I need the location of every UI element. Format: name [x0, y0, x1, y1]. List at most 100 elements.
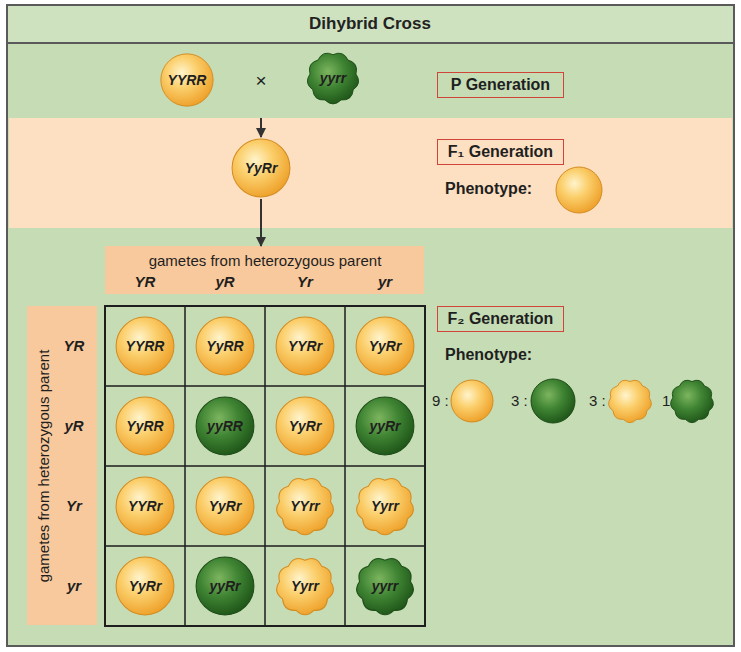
punnett-grid-line [184, 306, 186, 626]
genotype-label: yyrr [372, 578, 398, 594]
round-pea-outline [116, 397, 174, 455]
phenotype-pea [609, 380, 652, 422]
wrinkled-pea-outline [357, 478, 414, 534]
round-pea-outline [356, 397, 414, 455]
title-band [7, 5, 734, 43]
ratio-number: 1 [662, 392, 688, 409]
pea-seed: Yyrr [274, 555, 336, 617]
genotype-label: YYRR [126, 338, 165, 354]
round-pea-outline [116, 557, 174, 615]
gamete-allele: YR [44, 337, 104, 354]
wrinkled-pea-outline [307, 53, 358, 104]
round-pea-outline [232, 139, 290, 197]
diagram-title: Dihybrid Cross [170, 14, 570, 34]
gamete-allele: Yr [44, 497, 104, 514]
pea-seed: YYRR [159, 52, 215, 108]
gamete-header-box: gametes from heterozygous parentYR yR Yr yr [105, 246, 424, 294]
genotype-label: yyrr [320, 70, 346, 86]
arrow-connector [260, 199, 262, 246]
round-pea-outline [196, 317, 254, 375]
generation-label-box: F₁ Generation [437, 139, 564, 165]
generation-band: Phenotype: YyRr F₁ Generation [9, 118, 732, 228]
genotype-label: YyRr [129, 578, 162, 594]
genotype-label: YyRr [289, 418, 322, 434]
genotype-label: YYrr [290, 498, 320, 514]
diagram-frame-fill [7, 5, 734, 646]
wrinkled-pea-outline [277, 478, 334, 534]
phenotype-pea [451, 380, 493, 422]
round-pea-outline [196, 397, 254, 455]
generation-label: F₂ Generation [448, 310, 554, 328]
pea-seed: YyRR [194, 315, 256, 377]
arrow-connector [260, 118, 262, 137]
pea-seed: YYrr [274, 475, 336, 537]
gamete-allele: yR [195, 273, 255, 290]
punnett-grid-line [264, 306, 266, 626]
genotype-label: YyRR [126, 418, 163, 434]
phenotype-pea [531, 379, 575, 423]
pea-seed: YYRr [274, 315, 336, 377]
round-pea-outline [161, 54, 213, 106]
phenotype-pea [671, 380, 714, 422]
pea-seed: YyRr [194, 475, 256, 537]
wrinkled-pea-outline [277, 558, 334, 614]
genotype-label: Yyrr [371, 498, 399, 514]
cross-symbol: × [246, 70, 276, 92]
generation-band: × YYRR yyrr P Generation [9, 44, 732, 118]
genotype-label: YYRr [128, 498, 162, 514]
genotype-label: YyRr [369, 338, 402, 354]
pea-seed: YYRr [114, 475, 176, 537]
phenotype-label: Phenotype: [445, 346, 565, 364]
punnett-grid-line [105, 385, 425, 387]
pea-seed: YyRR [114, 395, 176, 457]
pea-seed: YyRr [230, 137, 292, 199]
wrinkled-pea-outline [357, 558, 414, 614]
pea-seed: yyrr [305, 50, 361, 106]
pea-seed: Yyrr [354, 475, 416, 537]
genotype-label: Yyrr [291, 578, 319, 594]
generation-label-box: F₂ Generation [437, 306, 564, 332]
pea-seed: YyRr [274, 395, 336, 457]
pea-seed: yyRr [354, 395, 416, 457]
gamete-allele: yR [44, 417, 104, 434]
round-pea-outline [116, 477, 174, 535]
genotype-label: yyRR [207, 418, 243, 434]
ratio-number: 3 : [511, 392, 537, 409]
punnett-grid-line [105, 545, 425, 547]
phenotype-label: Phenotype: [445, 180, 565, 198]
round-pea-outline [276, 397, 334, 455]
gamete-allele: yr [355, 273, 415, 290]
pea-seed: YyRr [354, 315, 416, 377]
genotype-label: YyRR [206, 338, 243, 354]
gamete-allele: yr [44, 577, 104, 594]
punnett-grid-line [344, 306, 346, 626]
round-pea-outline [196, 477, 254, 535]
gamete-allele: Yr [275, 273, 335, 290]
genotype-label: YyRr [209, 498, 242, 514]
generation-label: P Generation [451, 76, 550, 94]
gamete-allele: YR [115, 273, 175, 290]
gamete-caption: gametes from heterozygous parent [35, 311, 52, 621]
genotype-label: YyRr [245, 160, 278, 176]
ratio-number: 9 : [432, 392, 458, 409]
round-pea-outline [276, 317, 334, 375]
gamete-header-box: gametes from heterozygous parentYRyRYryr [27, 306, 97, 625]
pea-seed: YYRR [114, 315, 176, 377]
pea-seed: yyRr [194, 555, 256, 617]
generation-label: F₁ Generation [448, 143, 553, 161]
ratio-number: 3 : [589, 392, 615, 409]
genotype-label: YYRR [168, 72, 207, 88]
punnett-grid-border [105, 306, 425, 626]
genotype-label: YYRr [288, 338, 322, 354]
gamete-caption: gametes from heterozygous parent [110, 252, 420, 269]
genotype-label: yyRr [209, 578, 240, 594]
round-pea-outline [196, 557, 254, 615]
pea-seed: yyRR [194, 395, 256, 457]
punnett-grid-line [105, 465, 425, 467]
round-pea-outline [356, 317, 414, 375]
pea-seed: YyRr [114, 555, 176, 617]
generation-label-box: P Generation [437, 72, 564, 98]
